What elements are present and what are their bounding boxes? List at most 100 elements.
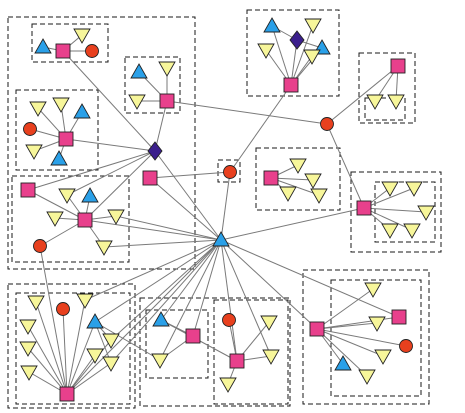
inverted-triangle-node <box>128 94 146 110</box>
circle-node <box>222 313 236 327</box>
inverted-triangle-node <box>20 365 38 381</box>
circle-node <box>56 302 70 316</box>
circle-node <box>399 339 413 353</box>
edge-dL-sqD <box>27 150 156 191</box>
inverted-triangle-node <box>304 18 322 34</box>
edge-dL-y7 <box>66 150 156 196</box>
edge-hub-sqN <box>220 239 318 330</box>
inverted-triangle-node <box>405 181 423 197</box>
inverted-triangle-node <box>158 61 176 77</box>
edge-dL-sqC <box>65 138 156 152</box>
cluster-box-8 <box>217 159 241 183</box>
inverted-triangle-node <box>368 316 386 332</box>
edge-hub-dL <box>154 150 222 241</box>
inverted-triangle-node <box>102 333 120 349</box>
edge-sqK-y28 <box>66 339 112 395</box>
inverted-triangle-node <box>403 223 421 239</box>
edge-hub-sqF <box>149 177 222 241</box>
square-node <box>185 328 201 344</box>
circle-node <box>23 122 37 136</box>
edge-hub-sqM <box>220 239 238 362</box>
inverted-triangle-node <box>76 293 94 309</box>
cluster-box-9 <box>358 52 416 124</box>
cluster-box-6 <box>246 9 340 97</box>
circle-node <box>320 117 334 131</box>
inverted-triangle-node <box>27 295 45 311</box>
edge-tH-y32 <box>94 321 112 364</box>
inverted-triangle-node <box>381 223 399 239</box>
cluster-box-13 <box>7 283 136 409</box>
edge-sqB-ciE <box>166 100 328 125</box>
diamond-node <box>289 30 305 50</box>
edge-sqN-y40 <box>316 328 368 377</box>
square-node <box>391 309 407 325</box>
cluster-box-19 <box>330 279 422 397</box>
edge-sqK-y29 <box>27 347 68 395</box>
edge-hub-y28 <box>110 239 222 341</box>
square-node <box>390 58 406 74</box>
cluster-box-1 <box>7 16 196 270</box>
triangle-node <box>81 187 99 203</box>
edge-tH-y33 <box>94 321 161 361</box>
inverted-triangle-node <box>366 94 384 110</box>
edge-hub-sqO <box>220 239 400 318</box>
edge-sqE-sqD <box>27 189 86 221</box>
inverted-triangle-node <box>29 101 47 117</box>
square-node <box>356 200 372 216</box>
edge-hub-y26 <box>84 239 222 301</box>
inverted-triangle-node <box>279 186 297 202</box>
inverted-triangle-node <box>58 188 76 204</box>
inverted-triangle-node <box>387 94 405 110</box>
inverted-triangle-node <box>102 356 120 372</box>
cluster-boxes <box>7 9 442 409</box>
triangle-node <box>212 231 230 247</box>
inverted-triangle-node <box>304 173 322 189</box>
circle-node <box>223 165 237 179</box>
edge-sqK-ciC <box>39 245 68 395</box>
square-node <box>58 131 74 147</box>
edge-sqF-ciD <box>149 171 231 179</box>
cluster-box-17 <box>213 299 289 405</box>
cluster-box-2 <box>31 23 109 63</box>
edge-sqJ-y22 <box>363 207 427 213</box>
edge-ciD-sqH <box>229 84 292 173</box>
cluster-box-18 <box>302 269 430 405</box>
triangle-node <box>130 63 148 79</box>
edge-sqJ-y21 <box>363 187 415 209</box>
inverted-triangle-node <box>46 211 64 227</box>
edge-hub-y9 <box>103 239 222 248</box>
edge-sqK-y26 <box>66 299 86 395</box>
edge-dL-sqA <box>62 50 156 152</box>
edge-hub-y33 <box>159 239 222 361</box>
square-node <box>20 182 36 198</box>
edge-sqK-y25 <box>35 301 68 395</box>
inverted-triangle-node <box>107 209 125 225</box>
edge-sqN-y37 <box>316 288 374 330</box>
edge-hub-sqK <box>66 239 222 395</box>
inverted-triangle-node <box>95 240 113 256</box>
nodes <box>19 17 435 402</box>
cluster-box-10 <box>364 97 406 121</box>
edge-hub-y8 <box>115 215 222 241</box>
inverted-triangle-node <box>25 144 43 160</box>
cluster-box-11 <box>350 171 442 253</box>
cluster-box-5 <box>124 56 181 114</box>
diamond-node <box>147 141 163 161</box>
cluster-box-3 <box>15 89 99 171</box>
triangle-node <box>152 311 170 327</box>
cluster-box-15 <box>139 297 291 407</box>
triangle-node <box>50 150 68 166</box>
edge-sqJ-y23 <box>363 207 413 231</box>
square-node <box>59 386 75 402</box>
square-node <box>263 170 279 186</box>
circle-node <box>85 44 99 58</box>
square-node <box>159 93 175 109</box>
triangle-node <box>34 38 52 54</box>
inverted-triangle-node <box>219 377 237 393</box>
edge-sqH-y12 <box>290 24 314 86</box>
inverted-triangle-node <box>358 369 376 385</box>
inverted-triangle-node <box>260 315 278 331</box>
edge-sqE-ciC <box>39 219 86 247</box>
edge-sqN-sqO <box>316 316 400 330</box>
